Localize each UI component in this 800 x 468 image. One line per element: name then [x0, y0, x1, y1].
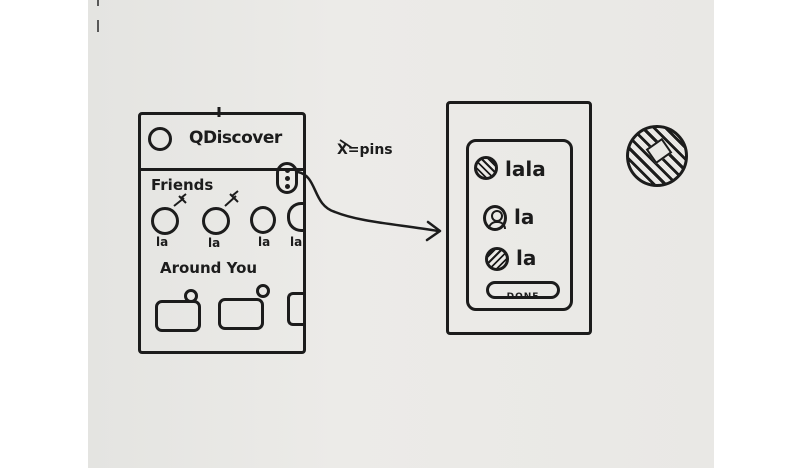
header-divider — [140, 168, 304, 171]
card-badge-icon — [256, 284, 270, 298]
pins-annotation: X=pins — [337, 142, 393, 158]
discover-screen-sketch — [138, 112, 306, 354]
friend-label: la — [290, 235, 303, 249]
paper-background — [88, 0, 714, 468]
card-badge-icon — [184, 289, 198, 303]
pins-screen-sketch — [446, 101, 592, 335]
around-you-heading: Around You — [160, 259, 258, 277]
friends-heading: Friends — [151, 176, 214, 194]
nearby-card[interactable] — [287, 292, 304, 326]
profile-avatar-icon[interactable] — [148, 127, 172, 151]
dot-icon — [285, 184, 290, 189]
friend-label: la — [156, 235, 169, 249]
friend-avatar[interactable] — [151, 207, 179, 235]
done-label: DONE — [506, 292, 540, 302]
friend-avatar[interactable] — [287, 202, 304, 232]
nearby-card[interactable] — [155, 300, 201, 332]
pin-icon — [474, 156, 498, 180]
done-button[interactable]: DONE — [486, 281, 560, 302]
pins-popup — [466, 139, 573, 311]
friend-avatar[interactable] — [202, 207, 230, 235]
popup-item-label[interactable]: la — [516, 246, 537, 270]
pin-icon — [485, 247, 509, 271]
popup-item-label[interactable]: lala — [505, 157, 546, 181]
hatched-pin-icon — [626, 125, 688, 187]
person-icon — [483, 205, 507, 231]
nearby-card[interactable] — [218, 298, 264, 330]
friend-label: la — [208, 236, 221, 250]
popup-item-label[interactable]: la — [514, 205, 535, 229]
pins-menu-button[interactable] — [276, 162, 298, 194]
dot-icon — [285, 168, 290, 173]
friend-avatar[interactable] — [250, 206, 276, 234]
friend-label: la — [258, 235, 271, 249]
search-discover-label[interactable]: QDiscover — [189, 128, 282, 148]
dot-icon — [285, 176, 290, 181]
